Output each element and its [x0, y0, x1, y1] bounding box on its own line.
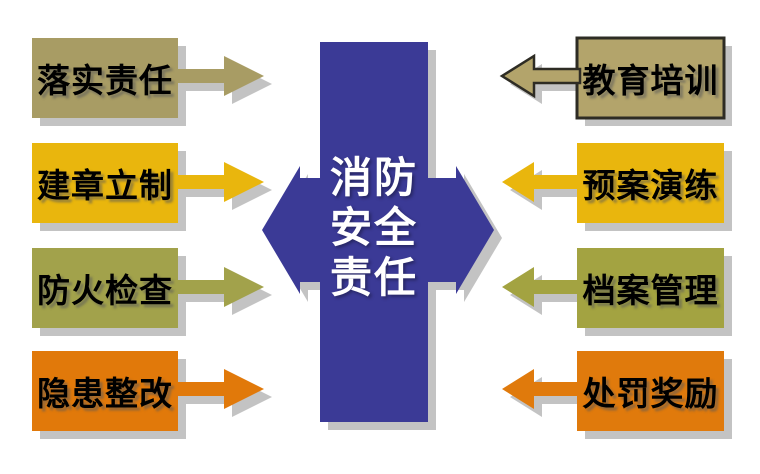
arrow-left-icon — [502, 267, 580, 307]
right-item-4-label: 处罚奖励 — [582, 375, 719, 412]
right-item-1-box — [575, 36, 726, 120]
arrow-right-icon — [174, 56, 264, 96]
arrow-right-icon — [174, 369, 264, 409]
center-title-line-2: 安全 — [329, 204, 418, 251]
center-bar — [320, 42, 428, 422]
left-item-3-box — [32, 248, 178, 328]
left-item-3-label: 防火检查 — [37, 272, 173, 309]
right-item-3-label: 档案管理 — [582, 272, 719, 309]
center-title-line-3: 责任 — [329, 254, 418, 301]
arrow-right-icon — [174, 267, 264, 307]
right-item-2-label: 预案演练 — [582, 167, 719, 204]
left-item-4-box — [32, 351, 178, 431]
center-cross-shape — [262, 42, 494, 422]
chevron-right-icon — [456, 166, 494, 294]
chevron-left-icon — [262, 166, 300, 294]
right-item-2-box — [577, 143, 724, 223]
right-item-3-box — [577, 248, 724, 328]
left-item-2-box — [32, 143, 178, 223]
right-item-4-box — [577, 351, 724, 431]
arrow-left-icon — [502, 369, 580, 409]
left-item-2-label: 建章立制 — [37, 167, 173, 204]
arrow-left-icon — [502, 162, 580, 202]
left-item-1-box — [32, 38, 178, 118]
arrow-left-icon — [499, 53, 582, 99]
right-item-1-label: 教育培训 — [582, 62, 719, 99]
arrow-right-icon — [174, 162, 264, 202]
center-title-line-1: 消防 — [329, 154, 418, 201]
left-item-4-label: 隐患整改 — [37, 375, 173, 412]
center-title: 消防 安全 责任 — [320, 153, 428, 303]
left-item-1-label: 落实责任 — [37, 62, 173, 99]
